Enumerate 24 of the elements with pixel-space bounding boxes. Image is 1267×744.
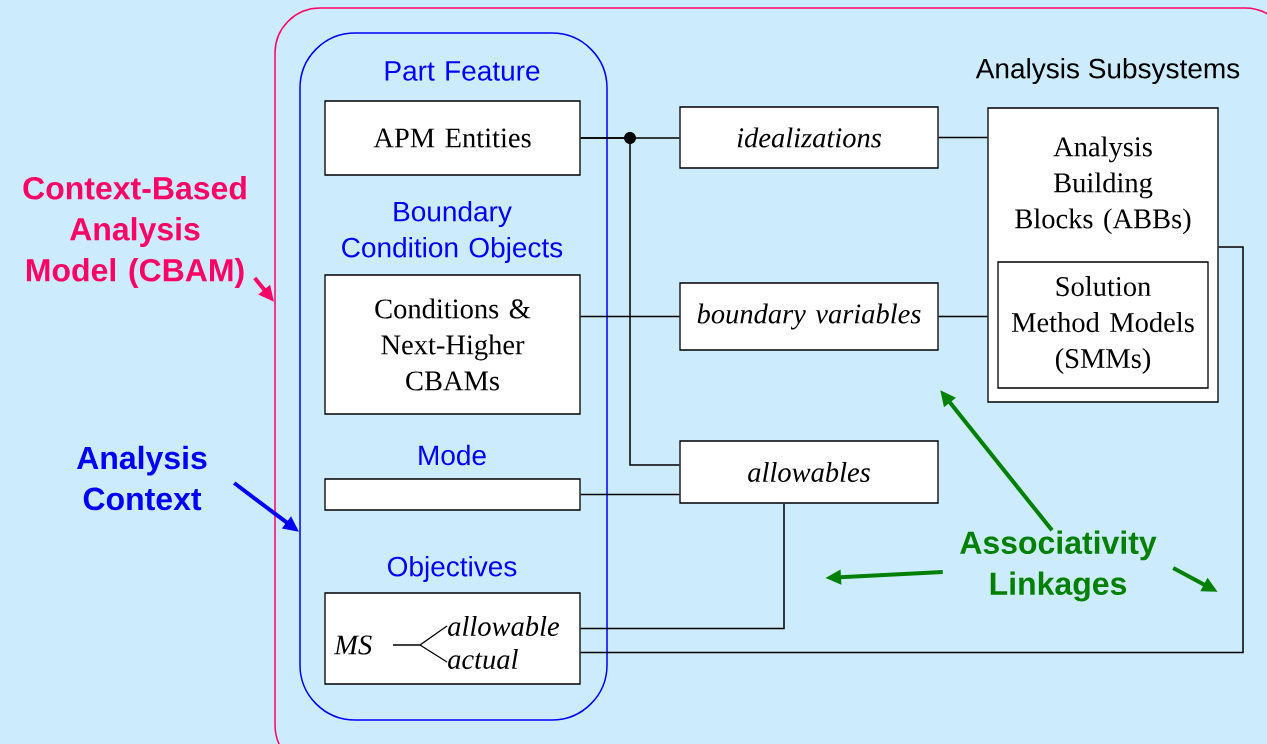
objective-box: MS allowable actual xyxy=(324,592,581,685)
rounded-frame xyxy=(274,7,1267,744)
callout-text: Analysis Context xyxy=(77,445,207,511)
entity-box: boundary variables xyxy=(679,282,939,351)
rounded-frame xyxy=(299,32,608,721)
callout-text: Associativity Linkages xyxy=(960,530,1157,602)
entity-box: Solution Method Models (SMMs) xyxy=(997,261,1209,389)
connector-line xyxy=(579,315,681,318)
section-heading: Mode xyxy=(419,444,486,466)
section-heading: Objectives xyxy=(388,555,517,583)
entity-box: Conditions & Next-Higher CBAMs xyxy=(324,274,581,415)
connector-line xyxy=(937,136,989,139)
connector-line xyxy=(579,246,1244,654)
section-heading: Boundary Condition Objects xyxy=(342,200,563,264)
entity-box: idealizations xyxy=(679,106,939,169)
entity-box: APM Entities xyxy=(324,100,581,176)
section-heading: Part Feature xyxy=(385,61,540,81)
connector-line xyxy=(579,502,785,630)
connector-line xyxy=(579,137,681,466)
connector-line xyxy=(579,493,681,496)
section-heading: Analysis Subsystems xyxy=(975,57,1240,85)
entity-box: allowables xyxy=(679,440,939,504)
connector-line xyxy=(937,315,989,318)
callout-text: Context-Based Analysis Model (CBAM) xyxy=(23,176,246,288)
